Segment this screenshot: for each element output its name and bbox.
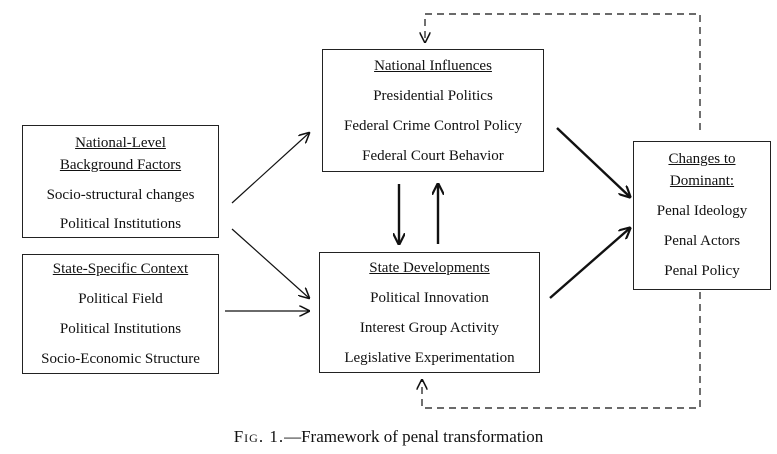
national-level-item: Socio-structural changes — [46, 187, 195, 203]
national-level-heading-line-1: National-Level — [75, 135, 166, 151]
state-developments-item: Interest Group Activity — [359, 320, 500, 336]
national-level-item: Political Institutions — [59, 216, 182, 232]
arrow-national-level-to-state-developments — [231, 228, 309, 298]
arrow-state-developments-to-changes — [549, 228, 630, 299]
state-specific-item: Political Field — [78, 291, 163, 307]
arrow-national-influences-to-changes — [556, 127, 630, 197]
state-specific-item: Political Institutions — [59, 321, 182, 337]
changes-heading-line-1: Changes to — [668, 151, 736, 167]
national-influences-item: Presidential Politics — [373, 88, 493, 104]
national-influences-item: Federal Crime Control Policy — [344, 118, 522, 134]
national-level-heading-line-2: Background Factors — [59, 157, 182, 173]
changes-item: Penal Policy — [664, 263, 740, 279]
state-specific-context-box: State-Specific Context Political Field P… — [22, 254, 219, 374]
feedback-arrow-to-state-developments — [422, 292, 701, 409]
state-specific-item: Socio-Economic Structure — [41, 351, 200, 367]
state-developments-heading: State Developments — [369, 260, 490, 276]
state-developments-box: State Developments Political Innovation … — [319, 252, 540, 373]
changes-item: Penal Actors — [663, 233, 741, 249]
changes-to-dominant-box: Changes to Dominant: Penal Ideology Pena… — [633, 141, 771, 290]
figure-caption-label: Fig. 1. — [233, 427, 285, 446]
national-influences-heading: National Influences — [374, 58, 492, 74]
feedback-arrow-to-national-influences — [425, 13, 701, 130]
state-specific-heading: State-Specific Context — [52, 261, 189, 277]
national-level-background-factors-box: National-Level Background Factors Socio-… — [22, 125, 219, 238]
state-developments-item: Political Innovation — [370, 290, 489, 306]
national-influences-item: Federal Court Behavior — [362, 148, 504, 164]
national-influences-box: National Influences Presidential Politic… — [322, 49, 544, 172]
arrow-national-level-to-national-influences — [231, 133, 309, 204]
figure-caption: Fig. 1.—Framework of penal transformatio… — [0, 427, 777, 447]
state-developments-item: Legislative Experimentation — [344, 350, 515, 366]
figure-caption-text: —Framework of penal transformation — [284, 427, 544, 446]
changes-item: Penal Ideology — [656, 203, 748, 219]
changes-heading-line-2: Dominant: — [669, 173, 735, 189]
